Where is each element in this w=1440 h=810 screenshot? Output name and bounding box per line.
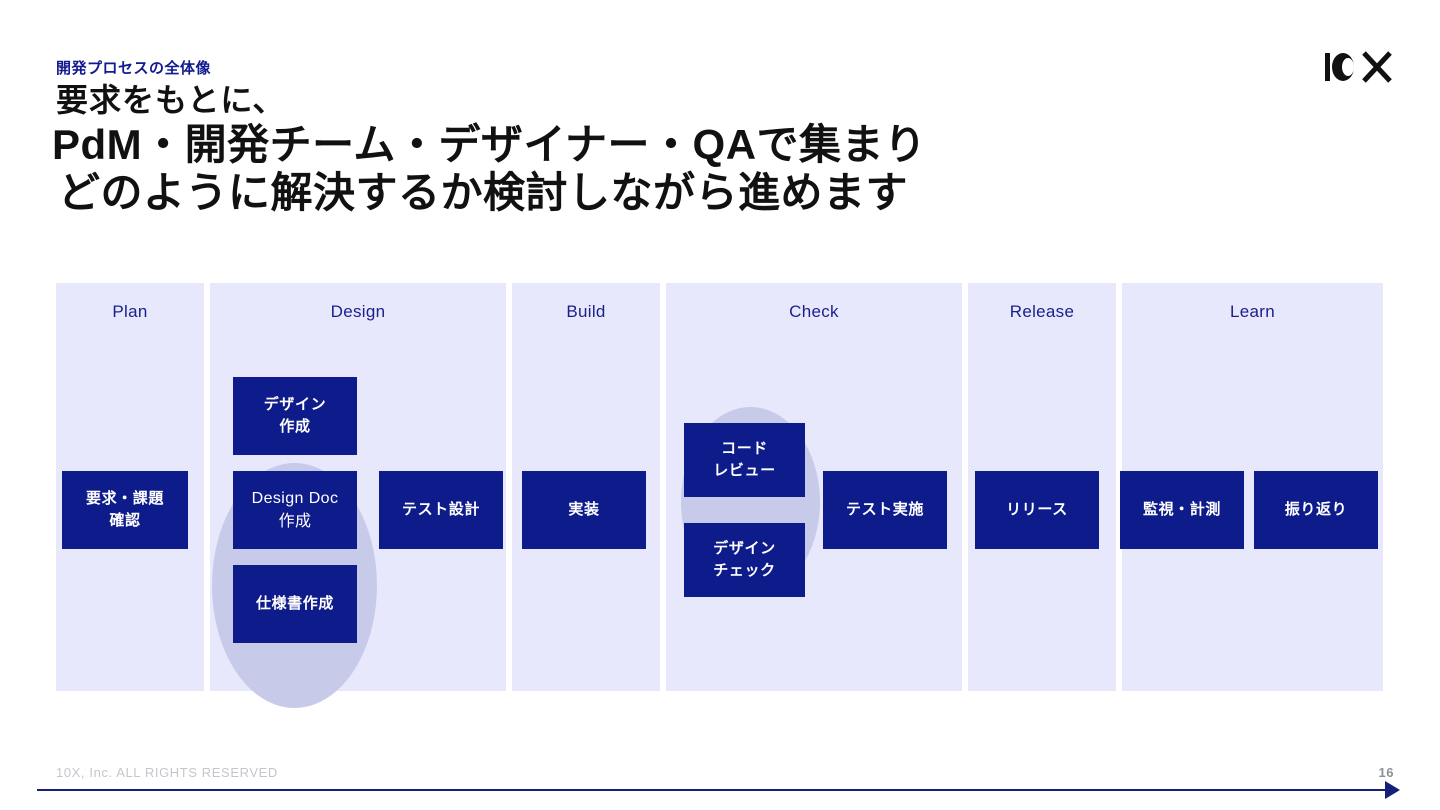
step-box-requirement-check[interactable]: 要求・課題確認 — [62, 471, 188, 549]
footer-copyright: 10X, Inc. ALL RIGHTS RESERVED — [56, 765, 278, 780]
lane-title-check: Check — [789, 302, 839, 321]
step-box-test-design[interactable]: テスト設計 — [379, 471, 503, 549]
step-box-monitoring-measurement[interactable]: 監視・計測 — [1120, 471, 1244, 549]
page-title: 要求をもとに、 PdM・開発チーム・デザイナー・QAで集まり どのように解決する… — [52, 84, 927, 220]
lane-title-design: Design — [330, 302, 386, 321]
lane-title-build: Build — [566, 302, 606, 321]
step-box-code-review[interactable]: コードレビュー — [684, 423, 805, 497]
step-box-design-check[interactable]: デザインチェック — [684, 523, 805, 597]
headline-line-2: PdM・開発チーム・デザイナー・QAで集まり — [52, 121, 927, 168]
step-box-test-execution[interactable]: テスト実施 — [823, 471, 947, 549]
headline-line-3: どのように解決するか検討しながら進めます — [58, 169, 909, 216]
headline-line-1: 要求をもとに、 — [56, 82, 286, 118]
development-process-diagram: Plan Design Build Check Release Learn 要求… — [0, 283, 1440, 799]
step-box-design-creation[interactable]: デザイン作成 — [233, 377, 357, 455]
step-box-implementation[interactable]: 実装 — [522, 471, 646, 549]
flow-arrow-icon — [1385, 781, 1400, 799]
footer-page-number: 16 — [1378, 765, 1394, 780]
step-box-retrospective[interactable]: 振り返り — [1254, 471, 1378, 549]
brand-logo-10x-icon — [1324, 50, 1394, 84]
process-flow-line — [37, 789, 1397, 791]
lane-title-plan: Plan — [112, 302, 148, 321]
lane-title-learn: Learn — [1230, 302, 1275, 321]
lane-title-release: Release — [1009, 302, 1075, 321]
step-box-specification-creation[interactable]: 仕様書作成 — [233, 565, 357, 643]
slide-eyebrow: 開発プロセスの全体像 — [56, 60, 212, 77]
step-box-release[interactable]: リリース — [975, 471, 1099, 549]
